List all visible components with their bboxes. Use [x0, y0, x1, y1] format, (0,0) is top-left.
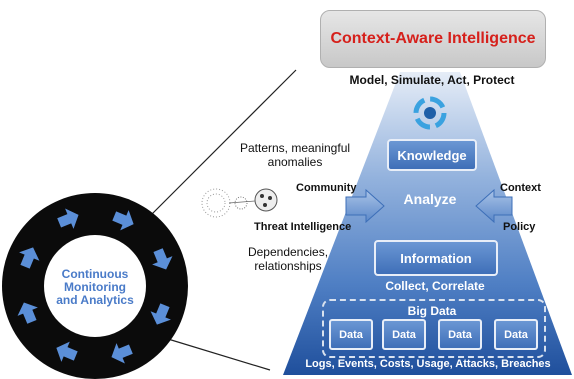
community-arrow-icon: [345, 188, 385, 224]
threat-intelligence-label: Threat Intelligence: [254, 221, 352, 233]
network-cloud-icon: [201, 188, 278, 218]
data-box: Data: [438, 319, 482, 350]
data-box: Data: [494, 319, 538, 350]
data-box: Data: [329, 319, 373, 350]
community-label: Community: [296, 182, 357, 194]
top-subtitle: Model, Simulate, Act, Protect: [349, 73, 515, 87]
ring-arrow-icon: [56, 341, 78, 362]
cycle-icon: [413, 96, 447, 130]
ring-arrow-icon: [19, 247, 40, 269]
big-data-title: Big Data: [407, 304, 457, 318]
ring-arrow-icon: [17, 302, 38, 324]
context-aware-intelligence-box: Context-Aware Intelligence: [320, 10, 546, 68]
circle-label: Continuous Monitoring and Analytics: [56, 267, 134, 307]
data-box: Data: [382, 319, 426, 350]
big-data-box: [322, 299, 546, 358]
context-arrow-icon: [475, 188, 513, 224]
ring-arrow-icon: [150, 303, 171, 325]
connector-line-bottom: [167, 338, 271, 371]
connector-line-top: [137, 69, 297, 229]
ring-arrow-icon: [152, 248, 173, 270]
collect-correlate-label: Collect, Correlate: [385, 279, 485, 293]
footer-label: Logs, Events, Costs, Usage, Attacks, Bre…: [305, 358, 551, 370]
knowledge-box: Knowledge: [387, 139, 477, 171]
policy-label: Policy: [503, 221, 536, 233]
dependencies-label: Dependencies, relationships: [247, 245, 329, 273]
ring-arrow-icon: [111, 343, 133, 364]
top-title: Context-Aware Intelligence: [330, 30, 536, 47]
patterns-label: Patterns, meaningful anomalies: [239, 141, 351, 169]
context-label: Context: [500, 182, 541, 194]
ring-arrow-icon: [57, 208, 79, 229]
analyze-label: Analyze: [403, 191, 457, 207]
ring-arrow-icon: [112, 210, 134, 231]
information-box: Information: [374, 240, 498, 276]
